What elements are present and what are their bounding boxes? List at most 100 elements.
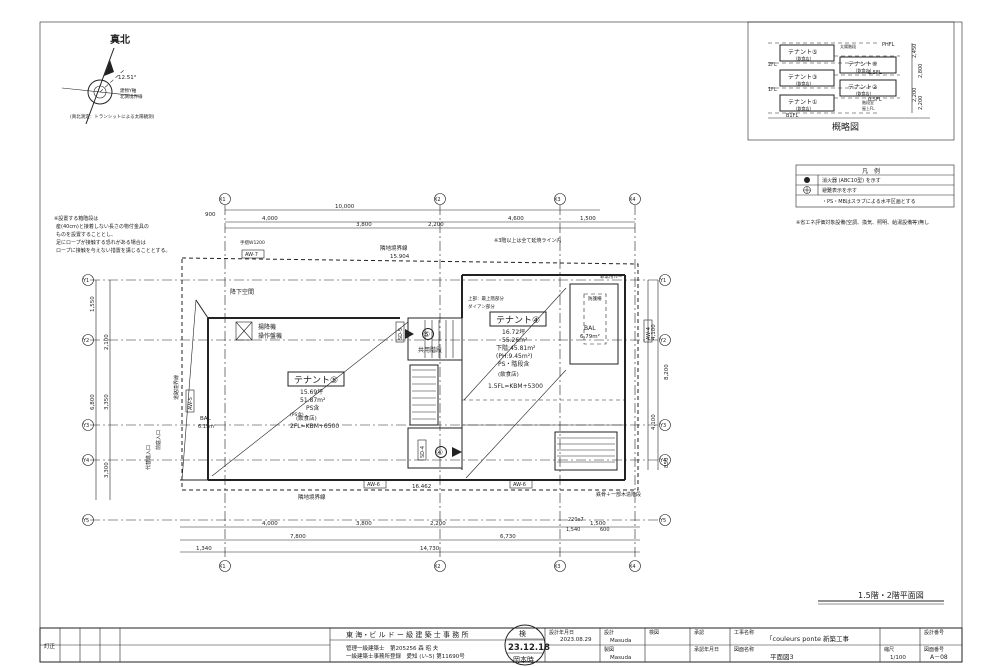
stamp-date: 23.12.18 [508,643,550,653]
misc-label-2: ダイアン部分 [468,303,495,310]
overview-tenant-5-sub: (飲食店) [796,55,812,61]
legend-item-3: ・PS・MBはスラブによる水平区画とする [822,198,916,205]
overview-tenant-2: テナント② [848,84,878,91]
level-b1fl: B1FL [786,113,798,119]
dim-left-e: 3,300 [104,462,110,478]
dim-bottom-a: 4,000 [262,521,278,527]
dim-bottom-c: 2,200 [430,521,446,527]
shared-stair-label: 共用階段 [418,346,442,354]
dim-left-d: 6,800 [90,394,96,410]
down-area-label: 降下空間 [230,288,254,296]
room-tenant-5: テナント⑤ 15.69坪 51.87m² PS含 (飲食店) 2FL=KBM+6… [287,371,345,430]
tenant5-area2: 51.87m² [300,397,326,404]
grid-x1-top: X1 [219,197,226,203]
grid-y1-left: Y1 [82,278,89,284]
extinguisher-icon [804,177,810,183]
stair-mark-4: ④ [435,446,447,458]
tb-reg1: 管理一級建築士 第205256 森 昭 夫 [346,644,439,652]
equipment-label-1: 揚降機 [258,323,276,331]
misc-label-6: 前庭入口 [155,430,162,450]
grid-y3-right: Y3 [659,423,666,429]
grid-x1-bottom: X1 [219,564,226,570]
dim-top-c: 1,500 [580,216,596,222]
dim-right-a: 4,100 [651,324,657,340]
stamp-bottom: 岡本時 [513,655,534,664]
grid-lines [90,205,660,560]
misc-label-7: 代替進入口 [145,445,152,470]
tenant4-use: (飲食店) [498,370,519,378]
overview-tenant-2-sub: (飲食店) [856,90,872,96]
overview-tenant-3: テナント③ [788,74,817,81]
approval-stamp: 検 23.12.18 岡本時 [504,624,550,666]
tag-sd5: SD-5 [398,328,404,340]
level-1fl: 1FL [768,87,777,93]
room-tenant-4: テナント④ 16.72坪 55.26m² 下階:45.81m² (PH:9.45… [488,311,547,390]
north-label: 真北 [110,33,130,46]
misc-label-9: (PS含) [290,411,304,418]
dim-bottom-left: 1,340 [196,546,212,552]
bal-left-name: BAL [200,416,212,422]
dim-top-overall: 10,000 [335,204,355,210]
legend-note: ※省エネ評価対象設備(空調、換気、照明、給湯設備等)無し [796,219,929,226]
site-boundary: 隣地境界線 15.904 隣地境界線 16.462 道路境界線 [173,244,639,501]
tb-design-date-label: 設計年月日 [549,629,574,636]
stair-mark-4-text: ④ [436,448,443,457]
bal-left-area: 6.15m² [198,424,216,430]
dim-bottom-i: 600 [600,527,610,533]
tenant4-area1: 16.72坪 [502,328,525,336]
compass-survey-note: (真北測定：トランシットによる太陽観測) [70,113,155,120]
bottom-dimensions: 4,000 3,800 2,200 1,500 7,800 6,730 220x… [180,517,640,553]
misc-label-1: 上部：最上階部分 [468,295,504,302]
grid-x3-bottom: X3 [554,564,561,570]
tb-sheet-name: 平面図3 [770,653,794,661]
dim-top-e: 2,200 [428,222,444,228]
grid-x2-top: X2 [434,197,441,203]
overview-tenant-1-sub: (飲食店) [796,105,812,111]
misc-label-5: 非常用ルート [600,273,627,280]
title-block: 訂正 東 海・ビ ル ド ー 級 建 築 士 事 務 所 管理一級建築士 第20… [39,624,963,666]
tenant5-fl: 2FL=KBM+6500 [290,423,339,430]
tag-sd4: SD-4 [420,446,426,458]
grid-x3-top: X3 [554,197,561,203]
left-dimensions: 1,550 2,100 3,350 6,800 3,300 [90,280,111,500]
dim-top-b: 4,600 [508,216,524,222]
tb-design-date: 2023.08.29 [560,637,592,643]
boundary-south-length: 16.462 [412,484,431,490]
tb-design-by: Masuda [610,638,631,644]
right-dimensions: 4,100 8,200 4,100 850 [647,280,670,470]
tenant4-name: テナント④ [496,315,540,326]
tb-firm: 東 海・ビ ル ド ー 級 建 築 士 事 務 所 [346,630,468,639]
stair-fire-note: ※3階以上は全て延焼ライン内 [494,237,561,244]
dim-bottom-e: 7,800 [290,534,306,540]
grading-note-line-1: 産(40cm)と接着しない長さの物付金具の [56,223,149,230]
dim-bottom-f: 6,730 [500,534,516,540]
grading-note-title: ※設置する箱階段は [54,215,98,222]
level-phfl: PHFL [882,42,895,48]
grid-y4-left: Y4 [82,458,89,464]
tenant4-fl: 1.5FL=KBM+5300 [488,383,543,390]
tenant5-ps: PS含 [306,404,319,412]
stair-mark-5-text: ⑤ [423,330,430,339]
tenant4-lower: 下階:45.81m² [496,344,536,352]
grid-y2-right: Y2 [659,338,666,344]
legend-item-2: 避難表示を示す [822,187,857,194]
tb-drawing-by: Masuda [610,655,631,661]
overview-label-roof: 屋上FL [862,105,875,111]
window-tags: AW-7 AW-6 AW-6 AW-4 AW-5 SD-5 SD-4 [185,249,653,489]
tb-project-name: 「couleurs ponte 新築工事 [766,634,850,643]
grid-y2-left: Y2 [82,338,89,344]
tag-aw7: AW-7 [245,252,258,258]
boundary-west-label: 道路境界線 [173,375,180,400]
tenant4-ph: (PH:9.45m²) [496,353,532,360]
tenant5-name: テナント⑤ [294,375,338,386]
legend: 凡 例 消火器 (ABC10型) を示す 避難表示を示す ・PS・MBはスラブに… [795,164,955,226]
dim-top-a: 4,000 [262,216,278,222]
tag-aw5: AW-5 [188,397,194,410]
tb-check-label: 検図 [649,629,659,636]
dim-bottom-overall: 14,730 [420,546,440,552]
stair-arrow-icon-2 [405,329,414,339]
boundary-north-length: 15.904 [390,254,410,260]
tag-aw6-a: AW-6 [367,482,380,488]
overview-dim-4: 2,200 [918,96,924,110]
